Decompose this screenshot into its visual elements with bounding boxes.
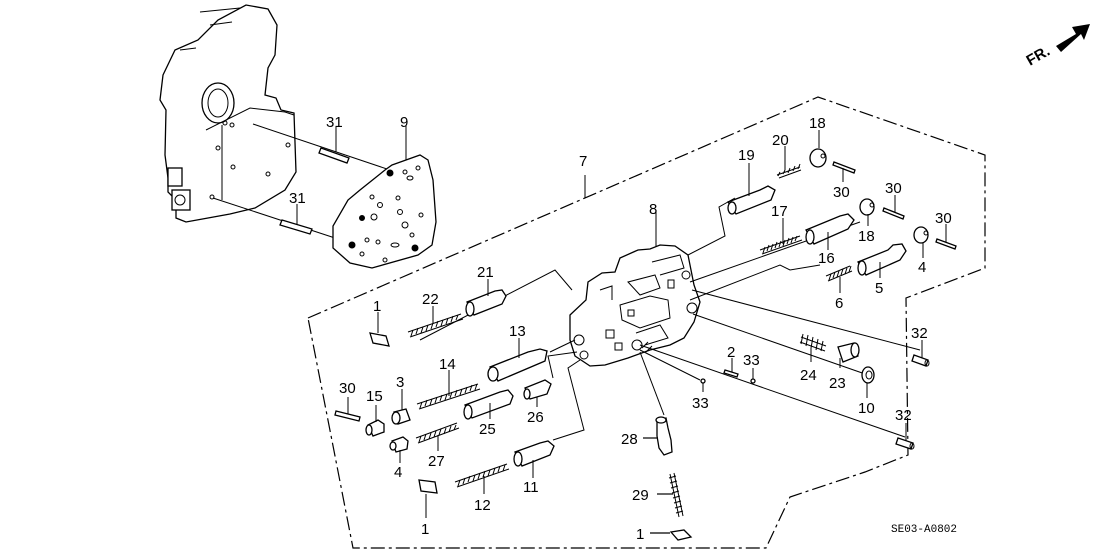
filter-1: 1 <box>636 526 693 543</box>
cap-15: 15 <box>365 388 385 437</box>
diagram-reference-code: SE03-A0802 <box>891 524 957 536</box>
callout-29: 29 <box>632 487 649 504</box>
callout-13: 13 <box>509 323 526 340</box>
valve-28: 28 <box>621 416 673 456</box>
callout-8: 8 <box>649 201 657 218</box>
callout-2: 2 <box>727 344 735 361</box>
callout-30: 30 <box>339 380 356 397</box>
callout-30: 30 <box>935 210 952 227</box>
callout-31: 31 <box>326 114 343 131</box>
plug-23: 23 <box>829 342 860 392</box>
spring-6: 6 <box>825 265 853 312</box>
arrow-up-right-icon <box>1056 24 1090 52</box>
pin-30: 30 <box>832 161 856 201</box>
callout-4: 4 <box>918 259 926 276</box>
callout-9: 9 <box>400 114 408 131</box>
pin-30: 30 <box>935 210 957 250</box>
ball-33: 33 <box>692 378 709 412</box>
callout-10: 10 <box>858 400 875 417</box>
callout-31: 31 <box>289 190 306 207</box>
pin-30: 30 <box>334 380 361 422</box>
callout-1: 1 <box>373 298 381 315</box>
callout-33: 33 <box>743 352 760 369</box>
callout-11: 11 <box>523 479 539 496</box>
spring-29: 29 <box>632 472 684 518</box>
callout-3: 3 <box>396 374 404 391</box>
callout-18: 18 <box>858 228 875 245</box>
callout-12: 12 <box>474 497 491 514</box>
callout-6: 6 <box>835 295 843 312</box>
spring-27: 27 <box>415 422 460 470</box>
callout-22: 22 <box>422 291 439 308</box>
pin-2: 2 <box>723 344 739 378</box>
callout-30: 30 <box>885 180 902 197</box>
filter-1: 1 <box>369 298 390 347</box>
spring-22: 22 <box>407 291 464 338</box>
callout-23: 23 <box>829 375 846 392</box>
callout-25: 25 <box>479 421 496 438</box>
direction-indicator: FR. <box>1024 24 1090 70</box>
filter-1: 1 <box>418 479 438 538</box>
callout-1: 1 <box>636 526 644 543</box>
plug-3: 3 <box>391 374 411 425</box>
callout-5: 5 <box>875 280 883 297</box>
cap-18: 18 <box>809 115 827 168</box>
guide-line <box>252 123 391 171</box>
dowel-pin: 31 <box>318 114 350 164</box>
valve-21: 21 <box>465 264 507 317</box>
spring-12: 12 <box>454 463 510 514</box>
direction-label: FR. <box>1024 43 1053 70</box>
spring-24: 24 <box>799 333 827 384</box>
assembly-boundary <box>307 96 986 549</box>
callout-20: 20 <box>772 132 789 149</box>
guide-line <box>212 197 336 239</box>
callout-18: 18 <box>809 115 826 132</box>
seal-10: 10 <box>858 366 875 417</box>
pin-30: 30 <box>882 180 905 220</box>
spring-20: 20 <box>772 132 802 179</box>
callout-24: 24 <box>800 367 817 384</box>
callout-33: 33 <box>692 395 709 412</box>
callout-7: 7 <box>579 153 587 170</box>
pin-32: 32 <box>895 407 915 450</box>
callout-4: 4 <box>394 464 402 481</box>
cap-18: 18 <box>858 198 875 245</box>
valve-19: 19 <box>727 147 776 215</box>
callout-1: 1 <box>421 521 429 538</box>
valve-26: 26 <box>523 379 552 426</box>
callout-14: 14 <box>439 356 456 373</box>
spring-14: 14 <box>416 356 481 410</box>
main-valve-body: 8 <box>569 201 701 367</box>
valve-11: 11 <box>513 440 555 496</box>
callout-32: 32 <box>911 325 928 342</box>
callout-21: 21 <box>477 264 494 281</box>
spring-17: 17 <box>759 203 803 255</box>
transmission-case <box>159 4 297 223</box>
callout-16: 16 <box>818 250 835 267</box>
valve-16: 16 <box>805 213 855 267</box>
separator-plate: 9 <box>332 114 437 269</box>
callout-28: 28 <box>621 431 638 448</box>
valve-13: 13 <box>487 323 548 382</box>
cap-4: 4 <box>389 436 409 481</box>
callout-26: 26 <box>527 409 544 426</box>
callout-30: 30 <box>833 184 850 201</box>
dowel-pin: 31 <box>279 190 313 235</box>
ball-33: 33 <box>743 352 760 384</box>
callout-32: 32 <box>895 407 912 424</box>
valve-25: 25 <box>463 389 514 438</box>
callout-17: 17 <box>771 203 788 220</box>
cap-4: 4 <box>913 226 929 276</box>
callout-27: 27 <box>428 453 445 470</box>
callout-19: 19 <box>738 147 755 164</box>
pin-32: 32 <box>911 325 930 367</box>
callout-15: 15 <box>366 388 383 405</box>
valve-5: 5 <box>857 243 907 297</box>
